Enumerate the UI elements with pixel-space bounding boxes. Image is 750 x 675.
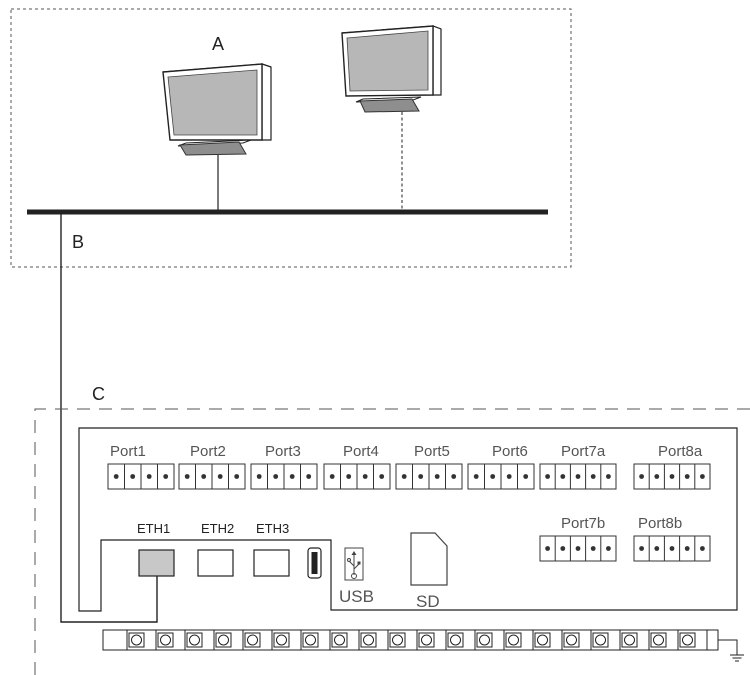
eth1-port [138,549,175,577]
terminal-block [633,535,711,562]
uplink-label: B [72,232,84,252]
eth2-label: ETH2 [201,521,234,536]
port-label: Port5 [414,443,450,460]
port-6: Port6 [467,443,535,490]
port-3: Port3 [250,443,318,490]
controller-area-label: C [92,384,105,404]
usb-label: USB [339,587,374,606]
eth3-label: ETH3 [256,521,289,536]
port-8b: Port8b [633,515,711,562]
port-label: Port7b [561,515,605,532]
eth2-port [197,549,234,577]
monitor-1-icon [162,63,272,156]
terminal-strip [102,629,719,651]
monitor-2-icon [341,25,442,113]
network-area-label: A [212,34,224,54]
port-7a: Port7a [539,443,617,490]
port-5: Port5 [395,443,463,490]
port-label: Port6 [492,443,528,460]
port-label: Port8b [638,515,682,532]
port-label: Port1 [110,443,146,460]
sd-label: SD [416,592,440,611]
terminal-block [633,463,711,490]
usb-icon [344,547,364,581]
port-4: Port4 [323,443,391,490]
port-8a: Port8a [633,443,711,490]
port-label: Port4 [343,443,379,460]
usb-port [307,547,322,579]
port-1: Port1 [107,443,175,490]
port-label: Port7a [561,443,606,460]
network-area-boundary [10,8,572,268]
terminal-block [539,535,617,562]
sd-card-icon [410,532,448,586]
eth3-port [253,549,290,577]
terminal-block [539,463,617,490]
port-label: Port2 [190,443,226,460]
controller-board [78,427,738,612]
port-7b: Port7b [539,515,617,562]
uplink-cable [60,213,158,623]
eth1-label: ETH1 [137,521,170,536]
controller-area-boundary [34,408,750,675]
port-label: Port3 [265,443,301,460]
ground-icon [718,639,744,662]
port-label: Port8a [658,443,703,460]
port-2: Port2 [178,443,246,490]
